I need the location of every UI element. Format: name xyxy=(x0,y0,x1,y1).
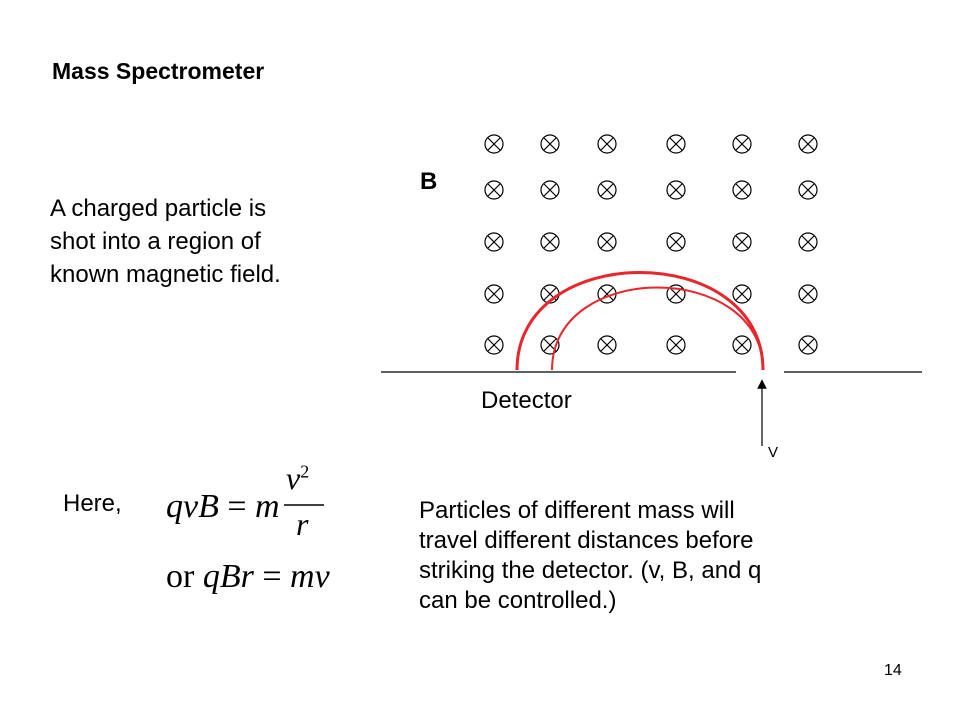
magnetic-field-grid xyxy=(484,134,818,355)
description-line: can be controlled.) xyxy=(419,587,617,614)
intro-text: A charged particle is shot into a region… xyxy=(50,192,281,291)
eq1-mass: m xyxy=(255,488,280,525)
into-page-cross-icon xyxy=(798,284,818,304)
into-page-cross-icon xyxy=(732,335,752,355)
into-page-cross-icon xyxy=(798,134,818,154)
into-page-cross-icon xyxy=(732,134,752,154)
eq1-equals: = xyxy=(227,488,247,525)
into-page-cross-icon xyxy=(666,134,686,154)
eq2-rhs: mv xyxy=(290,558,330,595)
into-page-cross-icon xyxy=(597,134,617,154)
into-page-cross-icon xyxy=(798,335,818,355)
intro-line: shot into a region of xyxy=(50,228,261,255)
into-page-cross-icon xyxy=(540,180,560,200)
equation-1-denominator: r xyxy=(296,506,309,542)
page-number: 14 xyxy=(884,662,902,679)
into-page-cross-icon xyxy=(540,232,560,252)
into-page-cross-icon xyxy=(666,232,686,252)
description-line: Particles of different mass will xyxy=(419,497,735,524)
into-page-cross-icon xyxy=(666,180,686,200)
trajectory-small xyxy=(551,286,764,371)
slide-title: Mass Spectrometer xyxy=(52,58,265,84)
into-page-cross-icon xyxy=(732,232,752,252)
eq1-lhs-text: qvB xyxy=(166,488,219,525)
trajectory-large xyxy=(515,271,765,371)
into-page-cross-icon xyxy=(597,335,617,355)
into-page-cross-icon xyxy=(540,134,560,154)
into-page-cross-icon xyxy=(597,180,617,200)
intro-line: known magnetic field. xyxy=(50,261,281,288)
into-page-cross-icon xyxy=(732,180,752,200)
into-page-cross-icon xyxy=(666,335,686,355)
description-line: striking the detector. (v, B, and q xyxy=(419,557,762,584)
into-page-cross-icon xyxy=(484,232,504,252)
equation-1-lhs: qvB = m xyxy=(166,488,280,526)
eq2-lhs: qBr xyxy=(202,558,254,595)
description-line: travel different distances before xyxy=(419,527,754,554)
into-page-cross-icon xyxy=(484,284,504,304)
into-page-cross-icon xyxy=(484,134,504,154)
into-page-cross-icon xyxy=(798,232,818,252)
into-page-cross-icon xyxy=(597,232,617,252)
eq1-fraction-bar xyxy=(284,504,324,506)
eq2-or: or xyxy=(166,558,195,595)
detector-label: Detector xyxy=(481,387,572,414)
eq1-numerator-v: v xyxy=(286,460,301,496)
equation-2: or qBr = mv xyxy=(166,558,330,596)
intro-line: A charged particle is xyxy=(50,195,267,222)
eq1-exponent: 2 xyxy=(300,461,310,482)
into-page-cross-icon xyxy=(484,180,504,200)
description-text: Particles of different mass will travel … xyxy=(419,496,761,616)
into-page-cross-icon xyxy=(732,284,752,304)
into-page-cross-icon xyxy=(666,284,686,304)
eq2-equals: = xyxy=(262,558,282,595)
here-label: Here, xyxy=(63,490,122,517)
into-page-cross-icon xyxy=(798,180,818,200)
velocity-label: V xyxy=(768,444,779,461)
equation-1-numerator: v2 xyxy=(286,460,309,497)
into-page-cross-icon xyxy=(484,335,504,355)
field-label-b: B xyxy=(420,168,438,195)
